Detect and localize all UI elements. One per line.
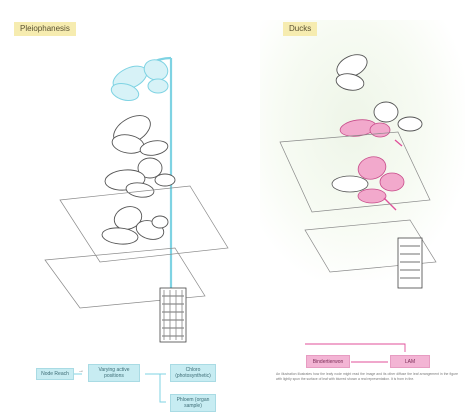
flow-box-varying: Varying active positions xyxy=(88,364,140,382)
arrow-glyph-1: → xyxy=(78,368,84,374)
flow-box-phloem: Phloem (organ sample) xyxy=(170,394,216,412)
right-pink-cluster-2 xyxy=(332,154,404,203)
left-planes xyxy=(45,186,228,308)
pink-box-a: Bindertierwon xyxy=(306,355,350,368)
right-leaf-top xyxy=(333,50,370,92)
flow-box-node-reach: Node Reach xyxy=(36,368,74,380)
right-stem-base xyxy=(398,238,422,288)
flow-box-chloro: Chloro (photosynthetic) xyxy=(170,364,216,382)
leaf-cluster-2 xyxy=(109,110,169,158)
top-leaf-cluster xyxy=(109,56,170,103)
stem-base xyxy=(160,288,186,342)
pink-box-b: LAM xyxy=(390,355,430,368)
leaf-cluster-3 xyxy=(104,158,175,199)
leaf-cluster-4 xyxy=(101,203,168,246)
caption-paragraph: An illustration illustrates how the leaf… xyxy=(276,372,458,382)
